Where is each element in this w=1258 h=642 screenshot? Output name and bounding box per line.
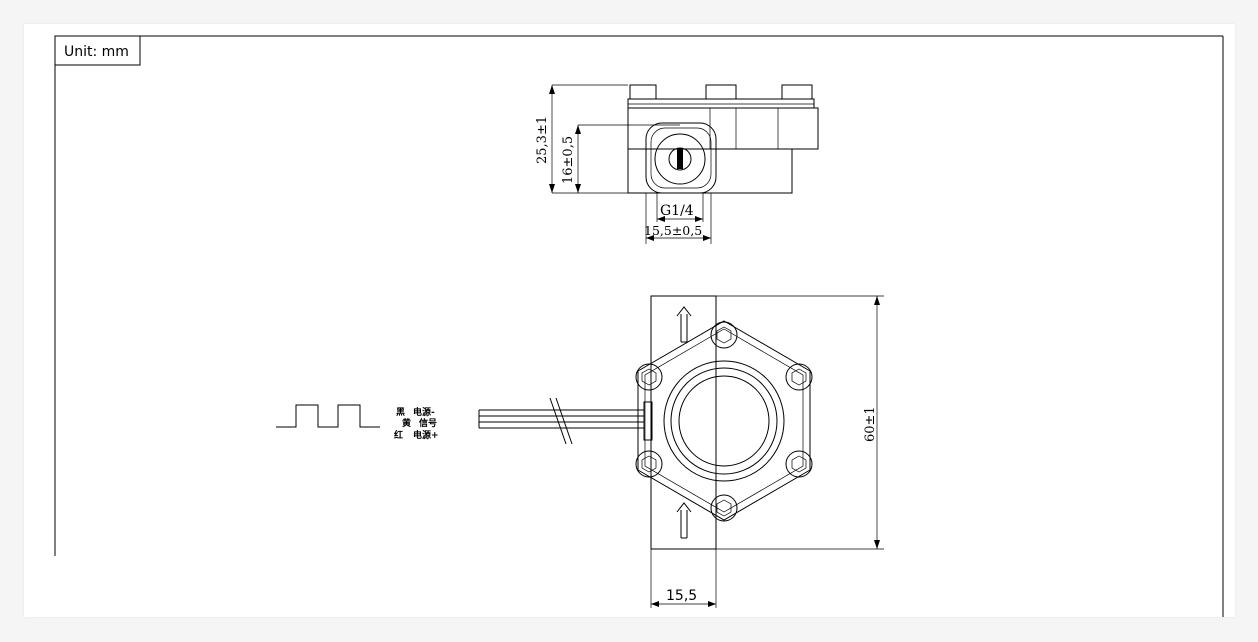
technical-drawing: Unit: mm 25,3±1 16±0,5 xyxy=(54,35,1224,617)
dim-plan-height: 60±1 xyxy=(863,406,878,442)
top-view: 25,3±1 16±0,5 G1/4 15,5±0,5 xyxy=(535,84,819,244)
dim-overall-height: 25,3±1 xyxy=(535,116,550,164)
bolt-holes xyxy=(635,321,813,522)
dim-thread: G1/4 xyxy=(660,203,694,219)
cable xyxy=(478,397,644,445)
wire-function-yellow: 信号 xyxy=(419,417,437,429)
unit-label: Unit: mm xyxy=(64,44,129,60)
wire-function-red: 电源+ xyxy=(413,429,439,441)
pulse-signal-waveform xyxy=(276,404,380,428)
unit-label-box: Unit: mm xyxy=(54,35,141,66)
wire-legend: 黑 电源- 黄 信号 红 电源+ xyxy=(394,406,439,441)
dim-plan-inlet-width: 15,5 xyxy=(666,588,697,604)
drawing-frame xyxy=(54,35,1224,617)
wire-color-red: 红 xyxy=(394,429,403,441)
wire-function-black: 电源- xyxy=(413,406,435,418)
flow-arrow-top xyxy=(676,306,692,343)
drawing-sheet: Unit: mm 25,3±1 16±0,5 xyxy=(24,24,1235,617)
wire-color-black: 黑 xyxy=(396,407,405,418)
wire-color-yellow: 黄 xyxy=(402,417,411,429)
dim-inlet-width-top: 15,5±0,5 xyxy=(644,223,702,238)
flow-arrow-bottom xyxy=(676,502,692,539)
dim-center-height: 16±0,5 xyxy=(561,136,576,184)
plan-view: 60±1 15,5 xyxy=(478,295,884,608)
